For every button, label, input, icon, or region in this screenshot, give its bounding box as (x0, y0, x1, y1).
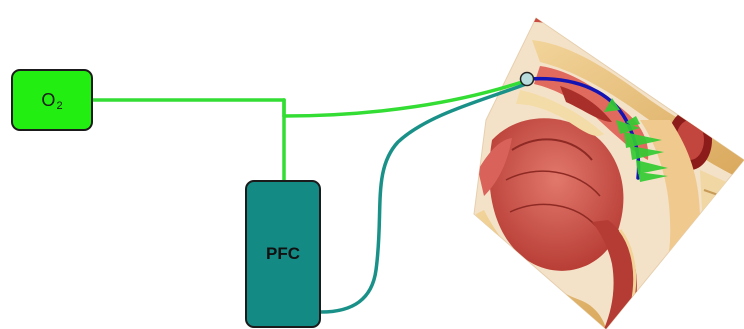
oxygen-tubing (93, 82, 522, 180)
tubing-junction-node (521, 73, 534, 86)
pfc-label: PFC (266, 244, 300, 264)
cervical-spine (700, 170, 744, 260)
oxygen-symbol: O (41, 90, 55, 111)
pfc-reservoir-box: PFC (245, 180, 321, 328)
anatomy-illustration (474, 0, 744, 329)
oxygen-subscript: 2 (56, 100, 62, 112)
